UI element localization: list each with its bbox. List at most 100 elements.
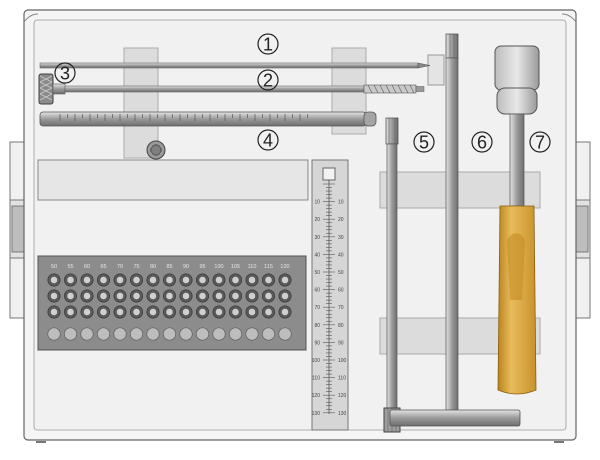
- storage-shelf: [37, 159, 309, 201]
- sizing-hole: [229, 273, 243, 287]
- sizing-hole: [163, 305, 177, 319]
- hole-size-label: 90: [183, 264, 189, 270]
- sizing-hole: [196, 273, 210, 287]
- hole-size-label: 70: [117, 264, 123, 270]
- sizing-hole: [130, 273, 144, 287]
- sizing-hole: [212, 273, 226, 287]
- empty-hole: [97, 327, 111, 341]
- ruler-label-left: 10: [314, 200, 320, 206]
- empty-hole: [212, 327, 226, 341]
- sizing-hole: [64, 273, 78, 287]
- sizing-hole: [278, 273, 292, 287]
- sizing-hole: [278, 305, 292, 319]
- callout-3: 3: [54, 62, 76, 84]
- sizing-hole: [261, 273, 275, 287]
- empty-hole: [113, 327, 127, 341]
- sizing-hole: [196, 289, 210, 303]
- thumb-screw: [146, 140, 166, 160]
- empty-hole: [196, 327, 210, 341]
- hole-size-label: 65: [100, 264, 106, 270]
- sizing-hole: [261, 289, 275, 303]
- callout-7: 7: [529, 131, 551, 153]
- sizing-hole: [47, 305, 61, 319]
- sizing-hole: [179, 273, 193, 287]
- sizing-hole: [212, 305, 226, 319]
- hole-size-label: 50: [51, 264, 57, 270]
- ruler-label-right: 70: [338, 305, 344, 311]
- ruler-label-left: 30: [314, 235, 320, 241]
- empty-hole: [163, 327, 177, 341]
- svg-text:1: 1: [263, 35, 273, 55]
- instrument-7-screwdriver: [494, 45, 540, 395]
- hole-size-label: 110: [248, 264, 257, 270]
- instrument-2-drill: [63, 84, 425, 94]
- sizing-hole: [97, 273, 111, 287]
- svg-text:4: 4: [263, 131, 273, 151]
- instrument-1-guide-pin: [39, 62, 431, 69]
- sizing-hole: [80, 289, 94, 303]
- ruler-label-right: 110: [338, 376, 346, 382]
- ruler-label-right: 120: [338, 393, 347, 399]
- instrument-4-measuring-rod: [39, 111, 377, 127]
- hole-size-label: 115: [264, 264, 273, 270]
- sizing-hole: [80, 273, 94, 287]
- ruler-label-left: 50: [314, 270, 320, 276]
- sizing-hole: [47, 273, 61, 287]
- sizing-hole: [146, 289, 160, 303]
- callout-1: 1: [257, 33, 279, 55]
- ruler-label-left: 20: [314, 217, 320, 223]
- ruler-label-left: 80: [314, 323, 320, 329]
- empty-hole: [261, 327, 275, 341]
- sizing-hole: [113, 289, 127, 303]
- sizing-hole: [163, 289, 177, 303]
- empty-hole: [229, 327, 243, 341]
- ruler-label-right: 10: [338, 200, 344, 206]
- ruler-label-left: 130: [312, 411, 321, 417]
- sizing-hole: [261, 305, 275, 319]
- tray-inner: [33, 19, 567, 431]
- ruler-label-left: 40: [314, 252, 320, 258]
- ruler-label-left: 70: [314, 305, 320, 311]
- hole-size-label: 100: [214, 264, 223, 270]
- empty-hole: [80, 327, 94, 341]
- sizing-hole: [64, 305, 78, 319]
- sizing-hole: [80, 305, 94, 319]
- empty-hole: [64, 327, 78, 341]
- sizing-hole: [245, 273, 259, 287]
- instrument-6-t-handle: [389, 33, 521, 427]
- callout-2: 2: [257, 69, 279, 91]
- svg-text:3: 3: [60, 64, 70, 84]
- svg-text:7: 7: [535, 133, 545, 153]
- ruler-label-right: 80: [338, 323, 344, 329]
- sizing-hole: [179, 305, 193, 319]
- empty-hole: [47, 327, 61, 341]
- ruler-label-left: 60: [314, 288, 320, 294]
- empty-hole: [245, 327, 259, 341]
- sizing-hole: [130, 305, 144, 319]
- ruler-label-right: 90: [338, 340, 344, 346]
- hole-size-label: 60: [84, 264, 90, 270]
- sizing-hole: [245, 289, 259, 303]
- sizing-hole: [196, 305, 210, 319]
- hole-size-label: 75: [133, 264, 139, 270]
- empty-hole: [130, 327, 144, 341]
- sizing-hole: [229, 289, 243, 303]
- ruler-label-right: 40: [338, 252, 344, 258]
- ruler-label-left: 90: [314, 340, 320, 346]
- sizing-hole: [278, 289, 292, 303]
- svg-text:2: 2: [263, 71, 273, 91]
- sizing-hole: [47, 289, 61, 303]
- sizing-hole: [146, 305, 160, 319]
- svg-text:5: 5: [419, 133, 429, 153]
- hole-size-label: 95: [199, 264, 205, 270]
- ruler-label-right: 30: [338, 235, 344, 241]
- hole-size-label: 80: [150, 264, 156, 270]
- ruler-label-right: 60: [338, 288, 344, 294]
- hole-size-label: 105: [231, 264, 240, 270]
- sizing-hole: [64, 289, 78, 303]
- svg-text:6: 6: [477, 133, 487, 153]
- hole-size-label: 120: [280, 264, 289, 270]
